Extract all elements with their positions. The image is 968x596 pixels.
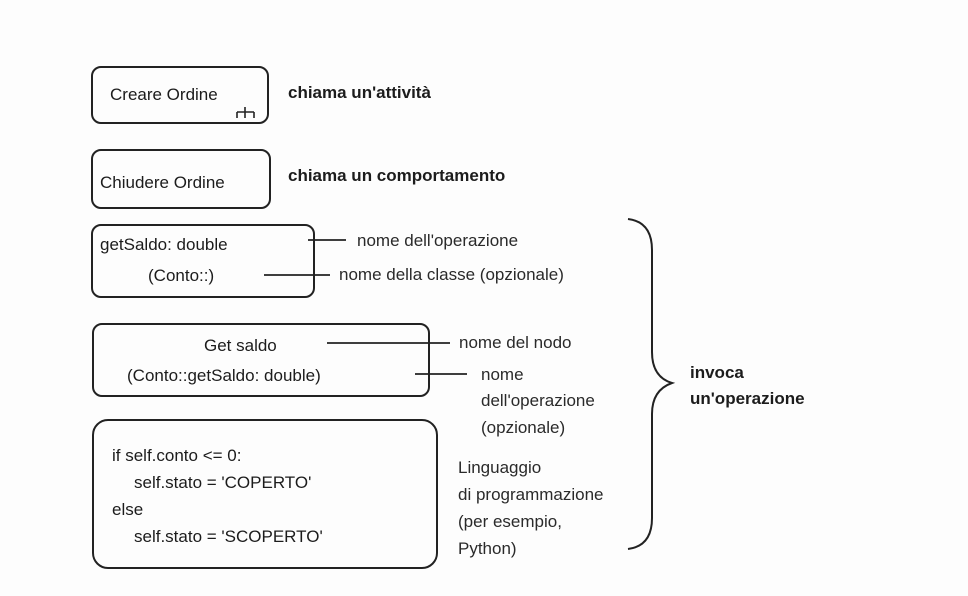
code-line-if: if self.conto <= 0: <box>112 446 242 465</box>
code-line-else: else <box>112 500 144 519</box>
operation-signature: getSaldo: double <box>100 235 228 254</box>
node-operation-label: (Conto::getSaldo: double) <box>127 366 321 385</box>
note-operation-name-line1: nome <box>481 365 524 384</box>
curly-brace <box>627 218 676 550</box>
brace-label-line1: invoca <box>690 363 744 382</box>
node-name-label: Get saldo <box>204 336 277 355</box>
note-language-line3: (per esempio, <box>458 512 562 531</box>
behavior-call-node: Chiudere Ordine <box>91 149 271 209</box>
note-class-name: nome della classe (opzionale) <box>339 265 564 284</box>
brace-label-line2: un'operazione <box>690 389 805 408</box>
named-operation-node: Get saldo (Conto::getSaldo: double) <box>92 323 430 397</box>
note-language-line4: Python) <box>458 539 517 558</box>
activity-call-node: Creare Ordine <box>91 66 269 124</box>
code-line-then: self.stato = 'COPERTO' <box>134 473 312 492</box>
code-node: if self.conto <= 0: self.stato = 'COPERT… <box>92 419 438 569</box>
note-operation-name-line2: dell'operazione <box>481 391 595 410</box>
note-language-line1: Linguaggio <box>458 458 542 477</box>
behavior-call-caption: chiama un comportamento <box>288 166 506 185</box>
code-line-else-body: self.stato = 'SCOPERTO' <box>134 527 323 546</box>
note-language-line2: di programmazione <box>458 485 604 504</box>
behavior-call-label: Chiudere Ordine <box>100 173 225 192</box>
note-operation-name: nome dell'operazione <box>357 231 519 250</box>
activity-call-caption: chiama un'attività <box>288 83 431 102</box>
operation-call-node: getSaldo: double (Conto::) <box>91 224 315 298</box>
activity-call-label: Creare Ordine <box>110 85 218 104</box>
note-node-name: nome del nodo <box>459 333 572 352</box>
operation-class-qualifier: (Conto::) <box>148 266 215 285</box>
rake-icon <box>236 107 255 118</box>
note-operation-name-line3: (opzionale) <box>481 418 566 437</box>
